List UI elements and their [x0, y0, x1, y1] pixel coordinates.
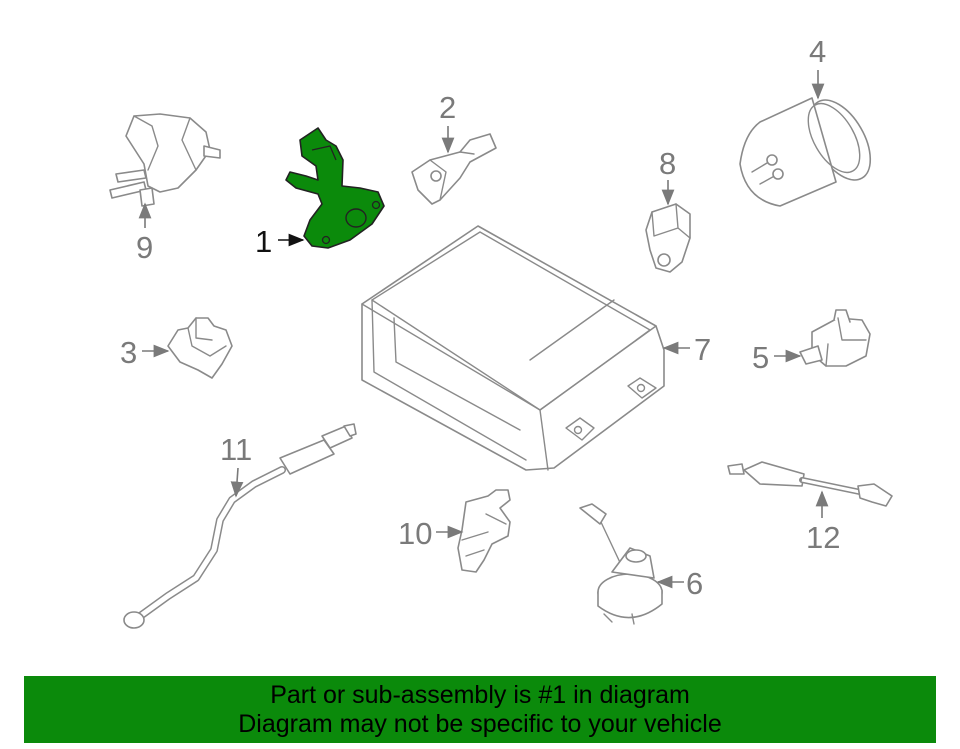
callout-11-label: 11: [220, 432, 252, 467]
part-8-connector[interactable]: [645, 203, 691, 273]
callout-11: 11: [220, 432, 252, 498]
part-1-purge-valve[interactable]: [285, 127, 385, 249]
callout-7-label: 7: [694, 332, 711, 367]
banner-line-1: Part or sub-assembly is #1 in diagram: [270, 680, 690, 709]
callout-2: 2: [439, 90, 456, 154]
parts-diagram: 1 2 3 4 5 6 7 8 9 10 11 12: [109, 34, 893, 629]
part-3-clip[interactable]: [167, 317, 233, 379]
callout-3-label: 3: [120, 335, 137, 370]
callout-9-label: 9: [136, 230, 153, 265]
banner-line-2: Diagram may not be specific to your vehi…: [238, 709, 722, 738]
callout-6: 6: [656, 566, 703, 601]
callout-6-label: 6: [686, 566, 703, 601]
callout-12-label: 12: [806, 520, 840, 555]
callout-5: 5: [752, 340, 802, 375]
part-2-bracket[interactable]: [411, 133, 497, 205]
part-6-valve[interactable]: [579, 503, 663, 625]
callout-2-label: 2: [439, 90, 456, 125]
callout-8-label: 8: [659, 146, 676, 181]
callout-1-label: 1: [255, 224, 272, 259]
part-11-hose[interactable]: [123, 423, 357, 629]
callout-8: 8: [659, 146, 676, 206]
callout-10: 10: [398, 516, 464, 551]
part-4-filter[interactable]: [739, 90, 883, 207]
part-10-hose[interactable]: [457, 489, 511, 573]
callout-12: 12: [806, 490, 840, 555]
callout-1: 1: [255, 224, 305, 259]
callout-7: 7: [662, 332, 711, 367]
part-12-hose[interactable]: [727, 461, 893, 507]
callout-4: 4: [809, 34, 826, 100]
callout-9: 9: [136, 202, 153, 265]
part-9-solenoid[interactable]: [109, 113, 221, 207]
part-5-sensor[interactable]: [799, 309, 871, 367]
info-banner: Part or sub-assembly is #1 in diagram Di…: [24, 676, 936, 743]
part-7-canister[interactable]: [361, 225, 665, 471]
callout-10-label: 10: [398, 516, 432, 551]
callout-5-label: 5: [752, 340, 769, 375]
callout-4-label: 4: [809, 34, 826, 69]
callout-3: 3: [120, 335, 170, 370]
